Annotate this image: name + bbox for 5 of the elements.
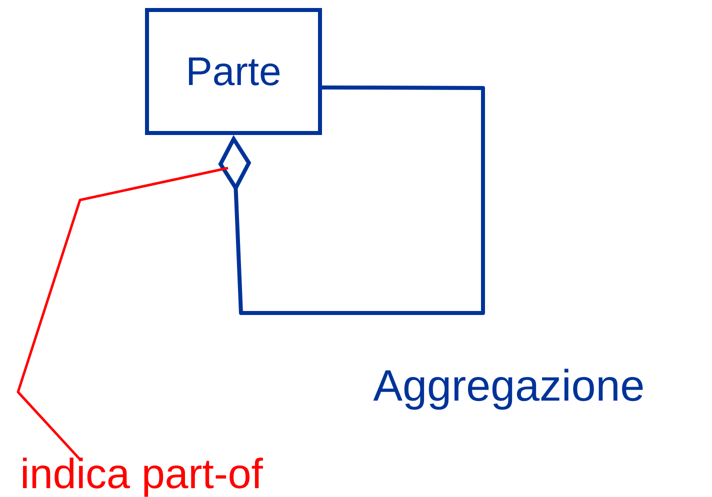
class-box: Parte — [145, 8, 322, 135]
note-text: indica part-of — [23, 458, 263, 497]
aggregation-line — [218, 86, 485, 315]
diagram-label: Aggregazione — [373, 368, 643, 410]
leader-line — [16, 166, 228, 460]
